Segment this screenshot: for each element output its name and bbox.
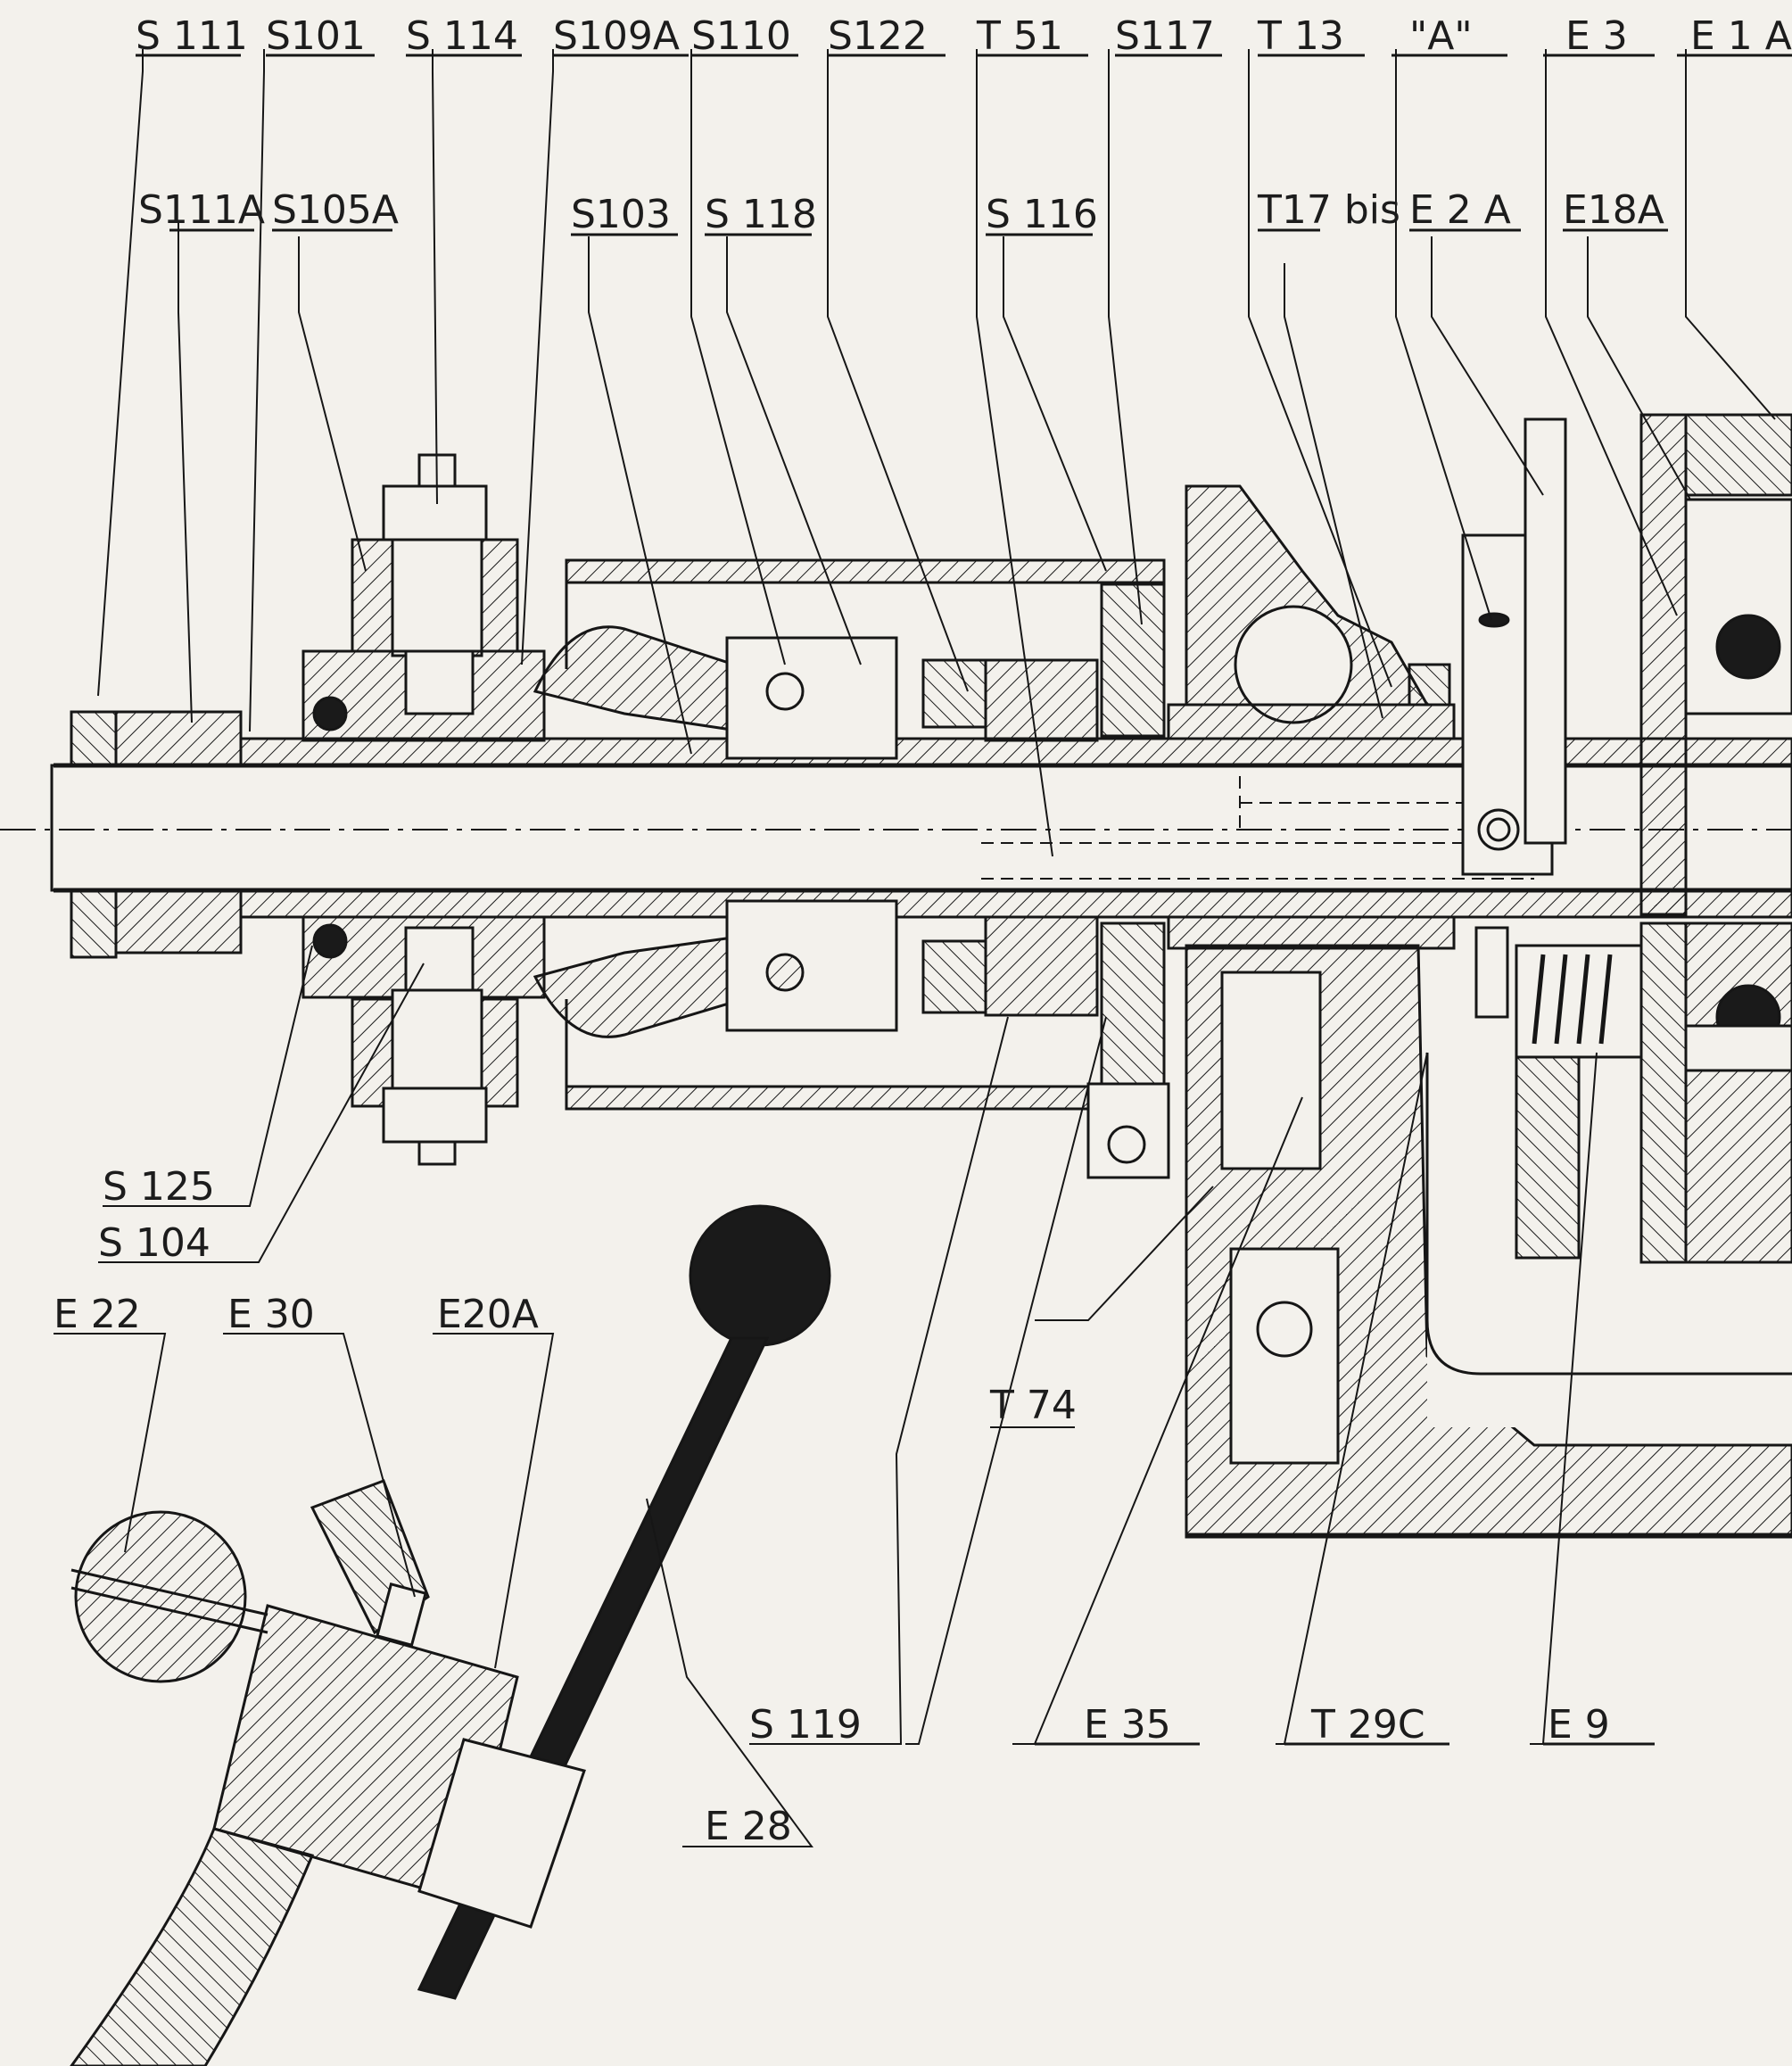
label-s114: S 114: [406, 13, 518, 59]
lever-e28: [70, 1204, 831, 2066]
label-e30: E 30: [227, 1292, 315, 1337]
label-e28: E 28: [705, 1804, 792, 1849]
label-a: "A": [1409, 13, 1473, 59]
label-s105a: S105A: [272, 187, 399, 233]
label-s111a: S111A: [138, 187, 265, 233]
label-s116: S 116: [986, 192, 1098, 237]
label-e2a: E 2 A: [1409, 187, 1511, 233]
label-s125: S 125: [103, 1164, 215, 1210]
leader-lines: [54, 49, 1776, 1847]
label-e1a: E 1 A: [1690, 13, 1792, 59]
label-s118: S 118: [705, 192, 817, 237]
label-s103: S103: [571, 192, 671, 237]
cam-t13: [1167, 484, 1456, 950]
label-s101: S101: [266, 13, 366, 59]
label-t13: T 13: [1257, 13, 1344, 59]
label-e18a: E18A: [1563, 187, 1664, 233]
fork-a: [1461, 417, 1567, 1019]
label-s122: S122: [828, 13, 928, 59]
label-e35: E 35: [1084, 1702, 1171, 1748]
clamp-block: [301, 453, 546, 1166]
label-s110: S110: [691, 13, 791, 59]
part-labels: S 111 S101 S 114 S109A S110 S122 T 51 S1…: [54, 13, 1792, 1849]
label-s109a: S109A: [553, 13, 680, 59]
label-s119: S 119: [749, 1702, 862, 1748]
clutch-housing: [533, 558, 1170, 1179]
label-e3: E 3: [1565, 13, 1628, 59]
label-s104: S 104: [98, 1220, 211, 1266]
label-t17bis: T17 bis: [1257, 187, 1400, 233]
label-t51: T 51: [976, 13, 1063, 59]
label-s117: S117: [1115, 13, 1215, 59]
label-t29c: T 29C: [1310, 1702, 1425, 1748]
gear-e3: [1515, 413, 1792, 1264]
label-s111: S 111: [136, 13, 248, 59]
label-e20a: E20A: [437, 1292, 539, 1337]
label-e9: E 9: [1548, 1702, 1610, 1748]
nut-s111: [70, 710, 243, 959]
label-t74: T 74: [989, 1383, 1077, 1428]
label-e22: E 22: [54, 1292, 141, 1337]
